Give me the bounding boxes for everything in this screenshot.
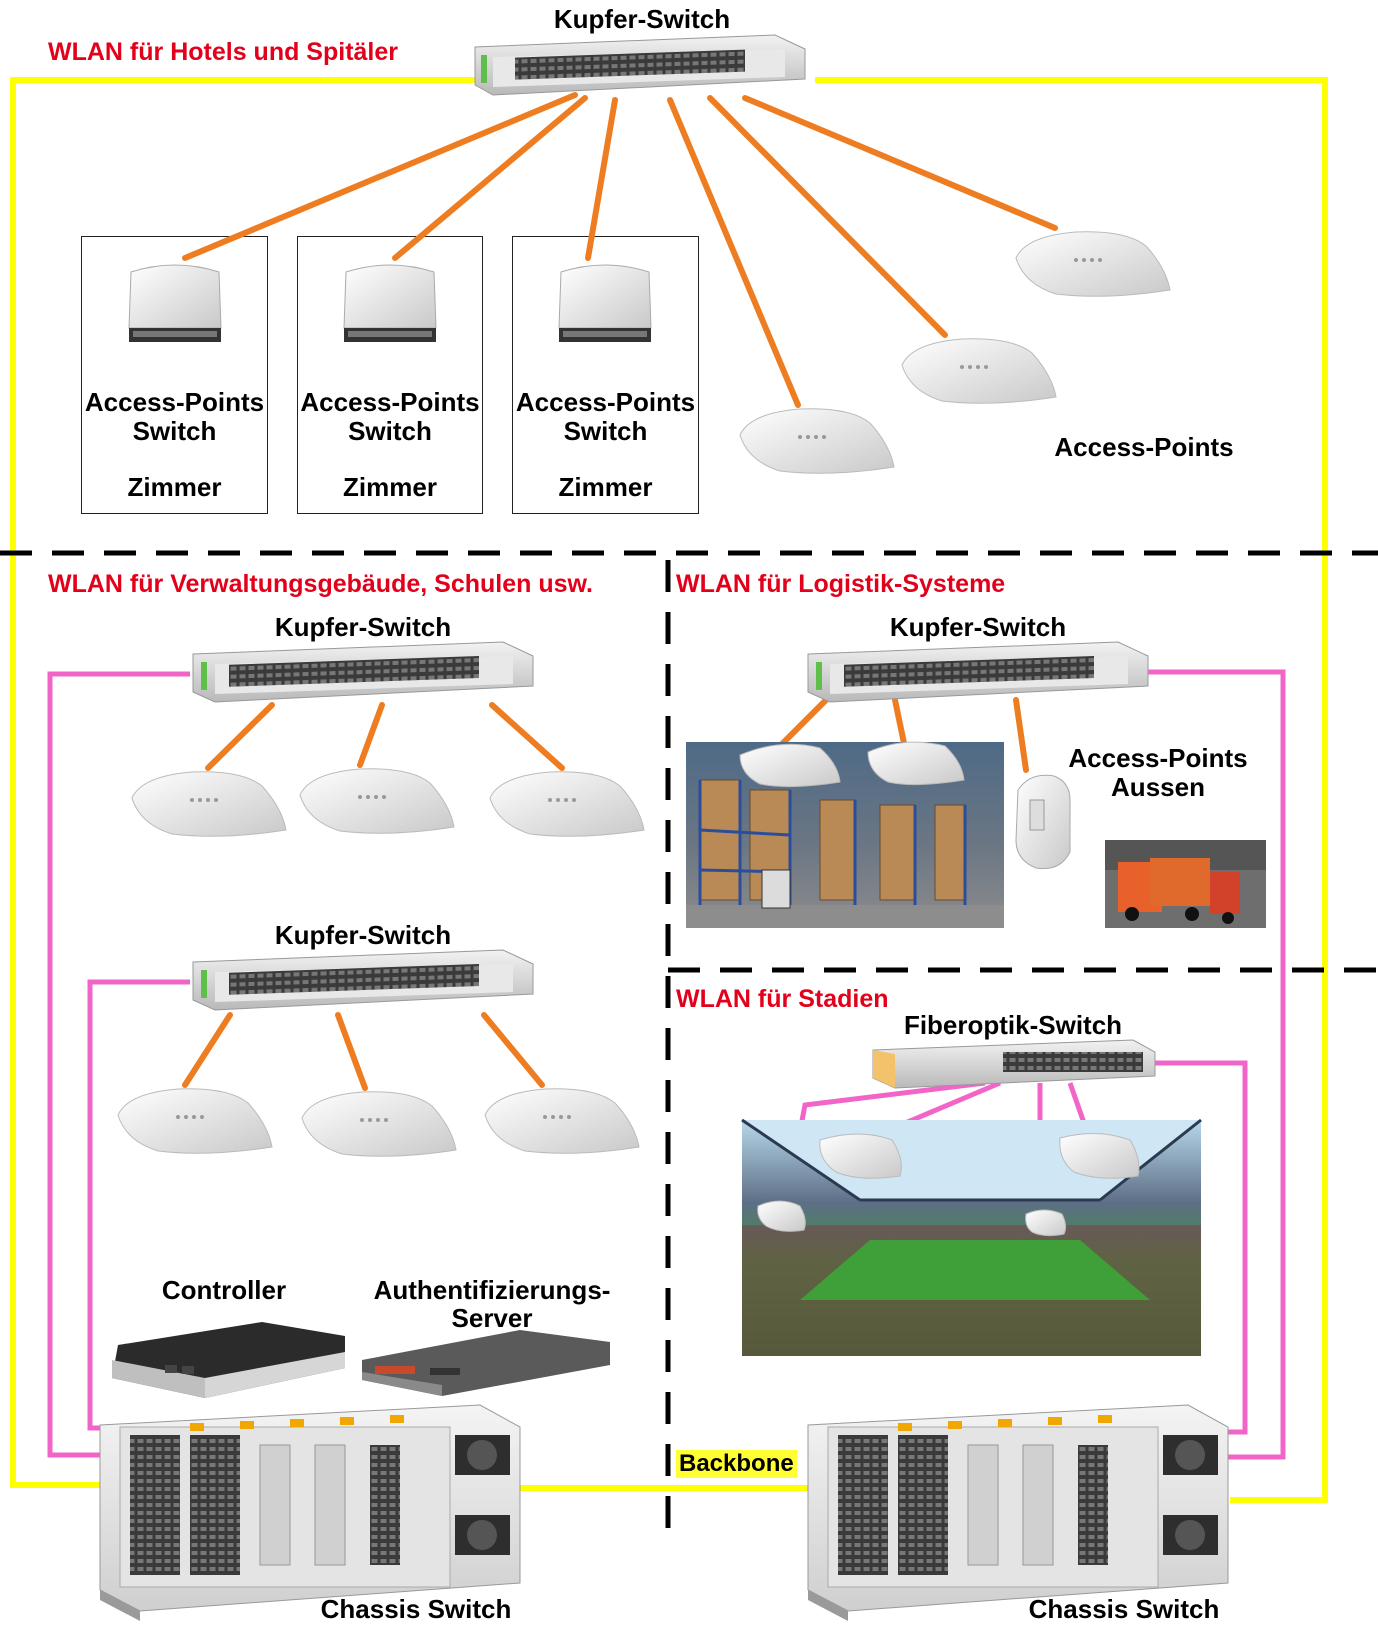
room-box-3 xyxy=(512,236,699,514)
warehouse-photo xyxy=(686,741,1004,928)
room-label: Zimmer xyxy=(558,472,653,502)
backbone-line xyxy=(815,77,1328,1503)
section-title-logistics: WLAN für Logistik-Systeme xyxy=(676,570,1006,598)
access-points-label: Access-Points xyxy=(1054,432,1234,462)
outdoor-ap-label: Aussen xyxy=(1111,772,1205,802)
ceiling-access-point xyxy=(131,771,287,837)
ceiling-access-point xyxy=(489,771,645,837)
ceiling-access-point xyxy=(117,1088,273,1154)
copper-switch-top xyxy=(474,34,806,96)
room-label: Zimmer xyxy=(343,472,437,502)
room-ap-label: Access-Points xyxy=(300,387,480,417)
copper-links xyxy=(182,92,1058,1091)
truck-photo xyxy=(1105,840,1266,928)
controller-device xyxy=(112,1322,345,1398)
fiber-link xyxy=(1155,1060,1248,1435)
room-box-2 xyxy=(297,236,483,514)
copper-switch-admin-2 xyxy=(192,949,534,1011)
copper-switch-label: Kupfer-Switch xyxy=(274,612,452,642)
ceiling-access-point xyxy=(1015,231,1171,297)
room-label: Zimmer xyxy=(127,472,222,502)
controller-label: Controller xyxy=(161,1275,287,1305)
auth-server-label: Server xyxy=(451,1303,533,1333)
stadium-photo xyxy=(741,1118,1202,1356)
fiber-link xyxy=(1148,669,1286,1460)
ceiling-access-point xyxy=(301,1091,457,1157)
section-title-stadiums: WLAN für Stadien xyxy=(676,985,889,1013)
fiber-switch-label: Fiberoptik-Switch xyxy=(903,1010,1123,1040)
copper-switch-logistics xyxy=(807,641,1149,703)
outdoor-access-point xyxy=(1015,774,1071,870)
ceiling-access-point xyxy=(739,408,895,474)
room-ap-label: Access-Points xyxy=(84,387,265,417)
ceiling-access-point xyxy=(299,768,455,834)
copper-switch-admin-1 xyxy=(192,641,534,703)
chassis-switch-right xyxy=(807,1404,1229,1621)
section-title-hotels: WLAN für Hotels und Spitäler xyxy=(48,38,398,66)
room-ap-unit-2 xyxy=(343,264,437,342)
room-ap-label: Switch xyxy=(132,416,217,446)
ceiling-access-point xyxy=(901,338,1057,404)
fiber-link xyxy=(47,671,190,1458)
room-ap-label: Switch xyxy=(348,416,432,446)
section-title-admin: WLAN für Verwaltungsgebäude, Schulen usw… xyxy=(48,570,593,598)
room-ap-label: Access-Points xyxy=(515,387,696,417)
ceiling-access-point xyxy=(484,1088,640,1154)
chassis-switch-label: Chassis Switch xyxy=(1028,1594,1220,1624)
room-ap-unit-3 xyxy=(558,264,652,342)
copper-switch-label: Kupfer-Switch xyxy=(889,612,1067,642)
room-box-1 xyxy=(81,236,268,514)
room-ap-unit-1 xyxy=(128,264,222,342)
copper-switch-label: Kupfer-Switch xyxy=(274,920,452,950)
outdoor-ap-label: Access-Points xyxy=(1068,743,1248,773)
copper-switch-label: Kupfer-Switch xyxy=(553,4,731,34)
auth-server-label: Authentifizierungs- xyxy=(373,1275,611,1305)
chassis-switch-label: Chassis Switch xyxy=(320,1594,512,1624)
room-ap-label: Switch xyxy=(563,416,648,446)
fiber-switch xyxy=(872,1039,1156,1089)
backbone-label: Backbone xyxy=(676,1450,797,1478)
chassis-switch-left xyxy=(99,1404,521,1621)
auth-server-device xyxy=(362,1330,610,1396)
